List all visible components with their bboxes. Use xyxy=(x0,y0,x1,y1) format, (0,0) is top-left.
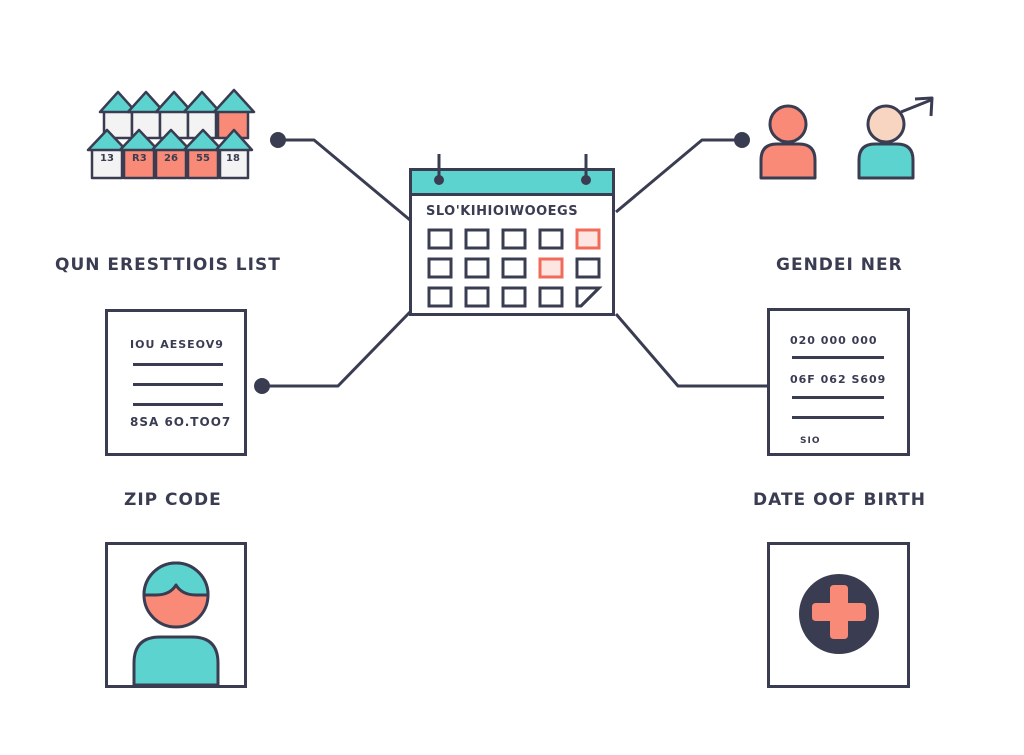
calendar-cell xyxy=(464,286,490,308)
calendar-rings xyxy=(434,154,591,185)
calendar-cell xyxy=(538,286,564,308)
calendar-cell xyxy=(501,228,527,250)
zip-code-card: IOU AESEOV9 8SA 6O.TOO7 xyxy=(105,309,247,456)
divider xyxy=(792,356,884,359)
connector-zip-code xyxy=(262,310,412,388)
zip-card-line-top: IOU AESEOV9 xyxy=(130,338,224,351)
divider xyxy=(792,416,884,419)
calendar-cell xyxy=(464,257,490,279)
medical-card xyxy=(767,542,910,688)
zip-code-label: ZIP CODE xyxy=(124,490,222,510)
houses-icon xyxy=(86,88,256,180)
gender-icons xyxy=(759,96,934,180)
gender-label: GENDEI NER xyxy=(776,255,903,275)
calendar-cell xyxy=(427,257,453,279)
calendar-title: SLO'KIHIOIWOOEGS xyxy=(426,204,579,219)
male-person-icon xyxy=(857,96,934,180)
divider xyxy=(133,403,223,406)
calendar-cell xyxy=(427,228,453,250)
divider xyxy=(133,363,223,366)
calendar-cell xyxy=(464,228,490,250)
calendar-header xyxy=(412,171,612,196)
house-number: R3 xyxy=(132,153,147,164)
calendar-cell xyxy=(427,286,453,308)
calendar-cell xyxy=(538,228,564,250)
portrait-card xyxy=(105,542,247,688)
house-number: 18 xyxy=(226,153,240,164)
house-number: 13 xyxy=(100,153,114,164)
connector-node-dot xyxy=(254,378,270,394)
calendar-cell-highlighted xyxy=(575,228,601,250)
connector-quasi-identifiers xyxy=(278,138,411,222)
calendar-cell-highlighted xyxy=(538,257,564,279)
calendar-cell xyxy=(501,286,527,308)
calendar-cell xyxy=(575,257,601,279)
person-portrait-icon xyxy=(132,561,220,685)
dob-card-line-2: 06F 062 S609 xyxy=(790,373,887,386)
divider xyxy=(792,396,884,399)
quasi-identifiers-label: QUN ERESTTIOIS LIST xyxy=(55,255,281,275)
date-of-birth-card: 020 000 000 06F 062 S609 SIO xyxy=(767,308,910,456)
house-number: 26 xyxy=(164,153,178,164)
dob-card-footer: SIO xyxy=(800,436,821,446)
person-icon xyxy=(759,104,817,180)
calendar-icon: SLO'KIHIOIWOOEGS xyxy=(409,168,615,316)
connector-date-of-birth xyxy=(614,313,768,388)
calendar-grid xyxy=(427,228,603,308)
date-of-birth-label: DATE OOF BIRTH xyxy=(753,490,926,510)
dob-card-line-1: 020 000 000 xyxy=(790,334,878,347)
medical-cross-icon xyxy=(799,574,879,654)
house-number: 55 xyxy=(196,153,210,164)
zip-card-line-bottom: 8SA 6O.TOO7 xyxy=(130,415,232,429)
connector-gender xyxy=(615,138,742,214)
connector-node-dot xyxy=(270,132,286,148)
connector-node-dot xyxy=(734,132,750,148)
calendar-cell xyxy=(501,257,527,279)
divider xyxy=(133,383,223,386)
